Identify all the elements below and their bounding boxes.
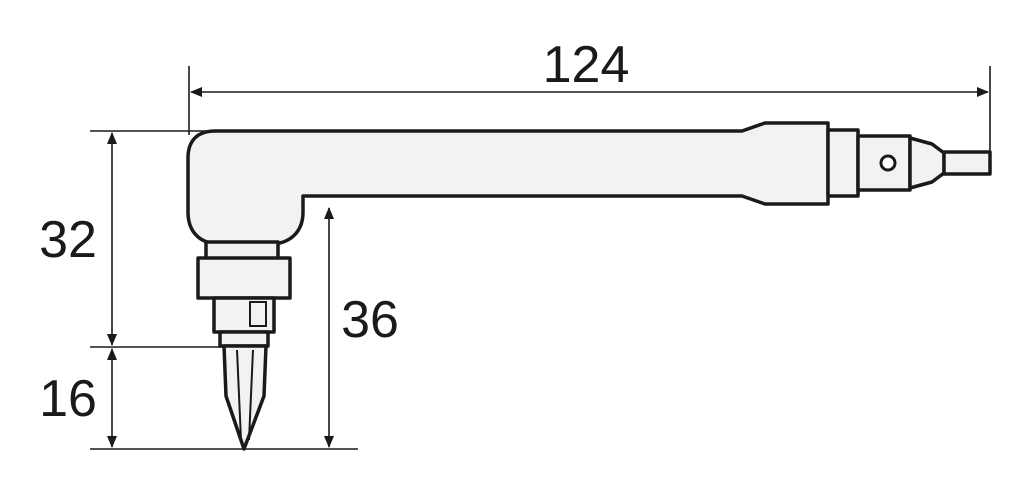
dim-label-bit-length: 16 xyxy=(39,370,97,428)
dim-label-overall-length: 124 xyxy=(543,36,630,94)
coupling-hole xyxy=(879,154,897,172)
dim-label-head-height: 32 xyxy=(39,211,97,269)
dim-label-drop-height: 36 xyxy=(341,291,399,349)
hex-shank xyxy=(942,150,992,176)
bit-flute-right xyxy=(248,349,254,441)
bit-flute-left xyxy=(236,349,242,441)
tool-body xyxy=(186,121,992,451)
socket-tip xyxy=(218,330,270,348)
angle-head-housing xyxy=(186,121,830,246)
phillips-bit xyxy=(222,344,268,451)
chuck-ring xyxy=(196,256,292,300)
coupling-nose xyxy=(908,136,946,190)
dimensions: 124 32 16 36 xyxy=(39,36,991,450)
socket-slot xyxy=(249,301,267,327)
shaft-collar xyxy=(826,128,860,198)
hex-coupling xyxy=(856,134,912,192)
